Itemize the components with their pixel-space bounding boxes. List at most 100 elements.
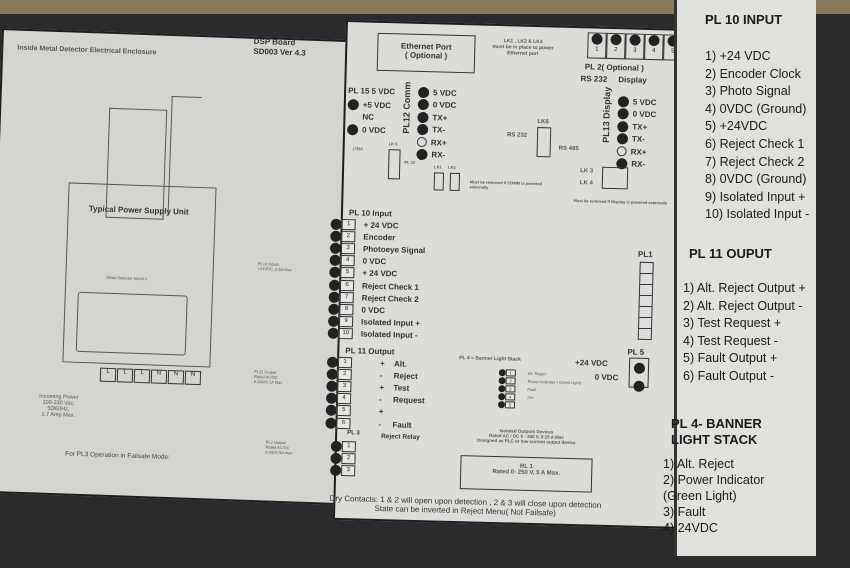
- polarity: +: [379, 382, 385, 393]
- legend-item: 7) Reject Check 2: [705, 154, 805, 169]
- pin: [328, 291, 340, 303]
- pin-number: 10: [338, 328, 353, 340]
- pin: [329, 266, 341, 279]
- rs485-label: RS 485: [558, 145, 579, 153]
- pl15-connector: +5 VDC NC 0 VDC: [346, 98, 391, 137]
- pl3-label: Reject Relay: [381, 433, 420, 442]
- pin: [325, 404, 337, 417]
- pin-number: 5: [504, 400, 516, 409]
- pl5-pin-label: +24 VDC: [574, 358, 608, 368]
- pl12-link-label: PL-12: [404, 159, 416, 165]
- pin-number: 3: [505, 384, 516, 393]
- legend-item: 3) Photo Signal: [705, 84, 791, 99]
- terminal: N: [184, 370, 202, 386]
- pin-label: Reject Check 1: [361, 281, 420, 292]
- legend-item: 3) Fault: [663, 505, 706, 519]
- pin-label: 5 VDC: [632, 97, 657, 107]
- rs232-label: RS 232: [506, 132, 528, 139]
- terminal: L: [116, 368, 134, 383]
- pl5-title: PL 5: [627, 347, 645, 357]
- pin: [326, 368, 338, 380]
- pin-label: Request: [392, 395, 425, 406]
- note-line: 0-30V/0.1A Max: [253, 379, 283, 385]
- pl5-pin-label: 0 VDC: [594, 372, 619, 383]
- lk6-jumper: [536, 127, 552, 158]
- pin-label: Alt.: [393, 358, 408, 369]
- pin-number: 9: [338, 316, 354, 328]
- terminal: L: [133, 368, 151, 384]
- pl13-connector: 5 VDC 0 VDC TX+ TX- RX+ RX-: [616, 95, 657, 171]
- ethernet-port: Ethernet Port ( Optional ): [376, 32, 476, 74]
- pin-number: 1: [337, 356, 353, 368]
- pin-label: Power Indicator ( Green Light): [527, 378, 582, 385]
- pin-number: 5: [340, 267, 355, 279]
- pl2-subtitle: RS 232 Display: [580, 74, 647, 85]
- board-title: DSP Board SD003 Ver 4.3: [253, 37, 306, 59]
- rl1-relay: RL 1 Rated 0- 250 V, 5 A Max.: [459, 455, 593, 493]
- pin: [346, 123, 359, 136]
- dsp-board-diagram: Ethernet Port ( Optional ) LK1 , LK2 & L…: [325, 20, 698, 530]
- pin-label: Isolated Input -: [360, 329, 418, 341]
- lk5-label: LK 5: [388, 141, 398, 147]
- title-line: LIGHT STACK: [671, 432, 758, 447]
- pin: [328, 279, 341, 291]
- polarity: -: [378, 395, 382, 405]
- pin-number: 4: [340, 255, 355, 267]
- pl1-label: PL1: [637, 249, 653, 260]
- legend-item: 2) Encoder Clock: [705, 66, 801, 81]
- pl13-title: PL13 Display: [600, 86, 613, 143]
- power-supply-unit: Typical Power Supply Unit Metal Detector…: [62, 182, 217, 368]
- pin-label: 0 VDC: [362, 256, 387, 267]
- lk4-label: LK 4: [579, 180, 593, 187]
- pin-label: Isolated Input +: [360, 317, 421, 329]
- pin-number: 2: [341, 230, 356, 243]
- pin: [330, 440, 342, 452]
- pl2-connector: 1 2 3 4 5: [587, 32, 683, 61]
- title-line: PL 4- BANNER: [671, 416, 762, 431]
- pin-label: Reject Check 2: [361, 293, 419, 304]
- pin-label: Alt. Reject: [527, 370, 547, 376]
- pin: [330, 452, 342, 464]
- lk2-jumper: [449, 172, 461, 192]
- lk6-label: LK6: [537, 119, 549, 126]
- wall-background: [0, 0, 850, 14]
- pin: [330, 464, 342, 476]
- pl10-title: PL 10 Input: [348, 208, 393, 219]
- pin-label: Fault: [392, 419, 412, 430]
- pl11-legend: 1) Alt. Reject Output +2) Alt. Reject Ou…: [683, 280, 806, 386]
- polarity: +: [379, 358, 385, 368]
- pin-number: 6: [336, 417, 351, 429]
- pin-label: Encoder: [363, 232, 396, 243]
- enclosure-title: Inside Metal Detector Electrical Enclosu…: [17, 44, 157, 57]
- legend-item: 5) +24VDC: [705, 119, 768, 134]
- pl4-title: PL 4 = Banner Light Stack: [459, 355, 521, 363]
- pl10-side-note: PL10 Inputs+24VDC, 0.5A Max: [258, 261, 292, 272]
- pin-number: 5: [336, 405, 351, 417]
- pin-label: TX-: [432, 125, 446, 135]
- note-line: 0-250V,5A max: [265, 449, 293, 456]
- legend-item: 1) Alt. Reject Output +: [683, 281, 806, 295]
- comm-note: Must be removed if COMM is powered exter…: [469, 179, 543, 190]
- detector-serial-label: Metal Detector Serial #: [106, 274, 148, 282]
- pin-number: 3: [341, 464, 356, 477]
- pin-number: 8: [339, 303, 354, 316]
- pin-label: RX+: [430, 138, 447, 148]
- pin-label: NC: [362, 112, 375, 123]
- terminal: L: [99, 367, 117, 383]
- pl12-title: PL12 Comm: [401, 81, 413, 134]
- pin-number: 1: [505, 368, 516, 377]
- legend-item: 8) 0VDC (Ground): [705, 172, 807, 187]
- pin-label: + 24 VDC: [362, 268, 398, 279]
- legend-item: 1) Alt. Reject: [663, 457, 734, 471]
- pl10-terminal: 10 Isolated Input -: [327, 327, 424, 342]
- pin-number: 3: [337, 380, 352, 393]
- legend-item: 6) Fault Output -: [683, 368, 775, 383]
- pl3-terminal: 2: [330, 452, 356, 465]
- pin-label: RX-: [431, 150, 446, 160]
- lk3-lk4-jumpers: [601, 166, 629, 190]
